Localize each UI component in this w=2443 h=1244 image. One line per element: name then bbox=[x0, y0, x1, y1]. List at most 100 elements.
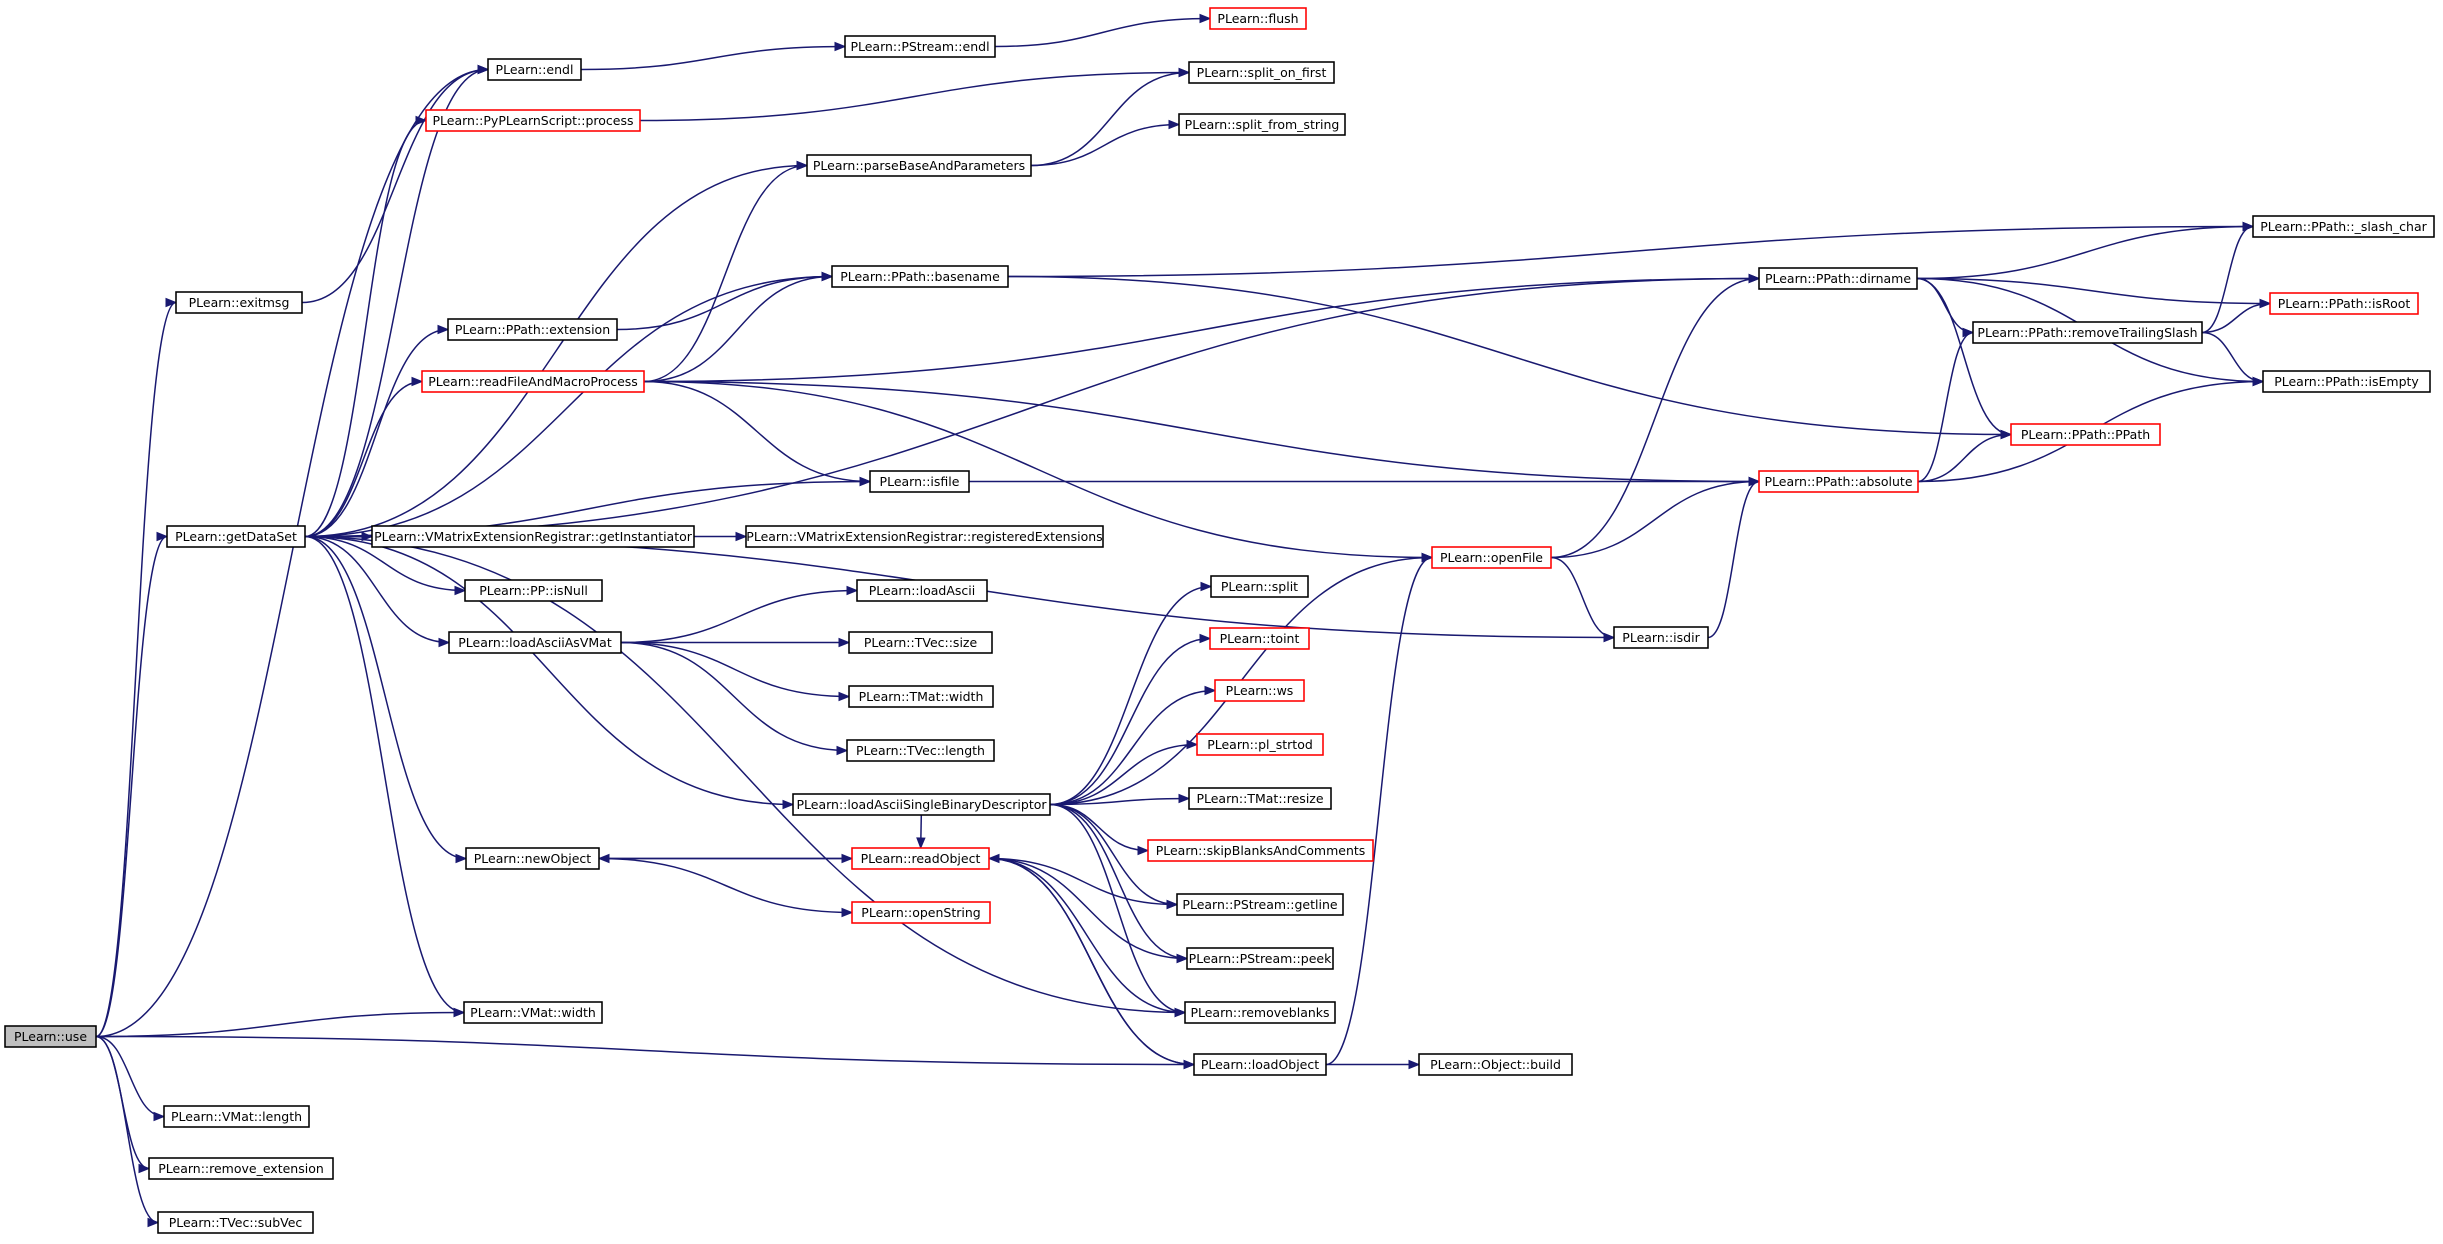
node-parseBase[interactable]: PLearn::parseBaseAndParameters bbox=[806, 154, 1032, 177]
node-box[interactable] bbox=[465, 847, 600, 870]
node-openString[interactable]: PLearn::openString bbox=[851, 901, 991, 924]
node-pl_strtod[interactable]: PLearn::pl_strtod bbox=[1196, 733, 1324, 756]
node-getDataSet[interactable]: PLearn::getDataSet bbox=[166, 525, 306, 548]
node-subVec[interactable]: PLearn::TVec::subVec bbox=[157, 1211, 314, 1234]
node-isdir[interactable]: PLearn::isdir bbox=[1613, 626, 1709, 649]
node-basename[interactable]: PLearn::PPath::basename bbox=[831, 265, 1009, 288]
node-slash_char[interactable]: PLearn::PPath::_slash_char bbox=[2252, 215, 2435, 238]
node-tvec_size[interactable]: PLearn::TVec::size bbox=[848, 631, 993, 654]
node-box[interactable] bbox=[487, 58, 582, 81]
node-box[interactable] bbox=[1209, 627, 1310, 650]
node-endl[interactable]: PLearn::endl bbox=[487, 58, 582, 81]
node-box[interactable] bbox=[1188, 787, 1332, 810]
node-loadObject[interactable]: PLearn::loadObject bbox=[1193, 1053, 1327, 1076]
node-box[interactable] bbox=[806, 154, 1032, 177]
node-newObject[interactable]: PLearn::newObject bbox=[465, 847, 600, 870]
node-loadAscii[interactable]: PLearn::loadAscii bbox=[856, 579, 988, 602]
node-box[interactable] bbox=[856, 579, 988, 602]
node-box[interactable] bbox=[464, 579, 603, 602]
node-box[interactable] bbox=[175, 291, 303, 314]
node-exitmsg[interactable]: PLearn::exitmsg bbox=[175, 291, 303, 314]
node-use[interactable]: PLearn::use bbox=[4, 1025, 97, 1048]
node-box[interactable] bbox=[2269, 292, 2419, 315]
node-pstream_endl[interactable]: PLearn::PStream::endl bbox=[844, 35, 996, 58]
node-box[interactable] bbox=[846, 739, 995, 762]
node-split_from_string[interactable]: PLearn::split_from_string bbox=[1178, 113, 1346, 136]
node-box[interactable] bbox=[371, 525, 695, 548]
node-box[interactable] bbox=[157, 1211, 314, 1234]
node-box[interactable] bbox=[1758, 267, 1918, 290]
node-box[interactable] bbox=[851, 847, 990, 870]
node-split[interactable]: PLearn::split bbox=[1210, 575, 1309, 598]
node-isNull[interactable]: PLearn::PP::isNull bbox=[464, 579, 603, 602]
node-box[interactable] bbox=[831, 265, 1009, 288]
node-box[interactable] bbox=[1210, 575, 1309, 598]
node-removeblanks[interactable]: PLearn::removeblanks bbox=[1184, 1001, 1336, 1024]
node-box[interactable] bbox=[1188, 61, 1335, 84]
node-box[interactable] bbox=[1214, 679, 1305, 702]
node-box[interactable] bbox=[1758, 470, 1919, 493]
node-readFileMacro[interactable]: PLearn::readFileAndMacroProcess bbox=[421, 370, 645, 393]
node-extension[interactable]: PLearn::PPath::extension bbox=[447, 318, 618, 341]
node-removeTrailingSlash[interactable]: PLearn::PPath::removeTrailingSlash bbox=[1972, 321, 2203, 344]
node-box[interactable] bbox=[2252, 215, 2435, 238]
node-tvec_length[interactable]: PLearn::TVec::length bbox=[846, 739, 995, 762]
node-skipBlanks[interactable]: PLearn::skipBlanksAndComments bbox=[1147, 839, 1374, 862]
node-registeredExt[interactable]: PLearn::VMatrixExtensionRegistrar::regis… bbox=[745, 525, 1104, 548]
node-box[interactable] bbox=[792, 793, 1051, 816]
node-box[interactable] bbox=[851, 901, 991, 924]
node-box[interactable] bbox=[848, 685, 994, 708]
node-getline[interactable]: PLearn::PStream::getline bbox=[1176, 893, 1344, 916]
node-box[interactable] bbox=[163, 1105, 310, 1128]
node-box[interactable] bbox=[1196, 733, 1324, 756]
node-box[interactable] bbox=[1613, 626, 1709, 649]
node-isfile[interactable]: PLearn::isfile bbox=[869, 470, 970, 493]
node-box[interactable] bbox=[463, 1001, 603, 1024]
node-box[interactable] bbox=[1418, 1053, 1573, 1076]
node-box[interactable] bbox=[2262, 370, 2431, 393]
node-dirname[interactable]: PLearn::PPath::dirname bbox=[1758, 267, 1918, 290]
node-box[interactable] bbox=[1431, 546, 1552, 569]
node-toint[interactable]: PLearn::toint bbox=[1209, 627, 1310, 650]
node-ws[interactable]: PLearn::ws bbox=[1214, 679, 1305, 702]
node-box[interactable] bbox=[844, 35, 996, 58]
node-box[interactable] bbox=[4, 1025, 97, 1048]
node-box[interactable] bbox=[421, 370, 645, 393]
node-absolute[interactable]: PLearn::PPath::absolute bbox=[1758, 470, 1919, 493]
node-vmat_length[interactable]: PLearn::VMat::length bbox=[163, 1105, 310, 1128]
node-split_on_first[interactable]: PLearn::split_on_first bbox=[1188, 61, 1335, 84]
node-box[interactable] bbox=[425, 109, 641, 132]
node-box[interactable] bbox=[166, 525, 306, 548]
node-vmat_width[interactable]: PLearn::VMat::width bbox=[463, 1001, 603, 1024]
node-box[interactable] bbox=[745, 525, 1104, 548]
node-box[interactable] bbox=[2010, 423, 2161, 446]
node-box[interactable] bbox=[1972, 321, 2203, 344]
node-tmat_resize[interactable]: PLearn::TMat::resize bbox=[1188, 787, 1332, 810]
node-box[interactable] bbox=[1184, 1001, 1336, 1024]
node-box[interactable] bbox=[1176, 893, 1344, 916]
node-box[interactable] bbox=[848, 631, 993, 654]
node-readObject[interactable]: PLearn::readObject bbox=[851, 847, 990, 870]
node-flush[interactable]: PLearn::flush bbox=[1209, 7, 1307, 30]
node-peek[interactable]: PLearn::PStream::peek bbox=[1186, 947, 1334, 970]
node-box[interactable] bbox=[1193, 1053, 1327, 1076]
node-box[interactable] bbox=[1147, 839, 1374, 862]
node-remove_extension[interactable]: PLearn::remove_extension bbox=[148, 1157, 334, 1180]
node-box[interactable] bbox=[1178, 113, 1346, 136]
node-box[interactable] bbox=[148, 1157, 334, 1180]
node-box[interactable] bbox=[1186, 947, 1334, 970]
node-box[interactable] bbox=[869, 470, 970, 493]
node-tmat_width[interactable]: PLearn::TMat::width bbox=[848, 685, 994, 708]
node-getInstantiator[interactable]: PLearn::VMatrixExtensionRegistrar::getIn… bbox=[371, 525, 695, 548]
node-box[interactable] bbox=[447, 318, 618, 341]
node-object_build[interactable]: PLearn::Object::build bbox=[1418, 1053, 1573, 1076]
node-loadAsciiSBD[interactable]: PLearn::loadAsciiSingleBinaryDescriptor bbox=[792, 793, 1051, 816]
node-isEmpty[interactable]: PLearn::PPath::isEmpty bbox=[2262, 370, 2431, 393]
node-pyplearn[interactable]: PLearn::PyPLearnScript::process bbox=[425, 109, 641, 132]
node-isRoot[interactable]: PLearn::PPath::isRoot bbox=[2269, 292, 2419, 315]
node-openFile[interactable]: PLearn::openFile bbox=[1431, 546, 1552, 569]
node-box[interactable] bbox=[1209, 7, 1307, 30]
node-loadAsciiAsVMat[interactable]: PLearn::loadAsciiAsVMat bbox=[448, 631, 622, 654]
node-box[interactable] bbox=[448, 631, 622, 654]
node-ppath_ppath[interactable]: PLearn::PPath::PPath bbox=[2010, 423, 2161, 446]
